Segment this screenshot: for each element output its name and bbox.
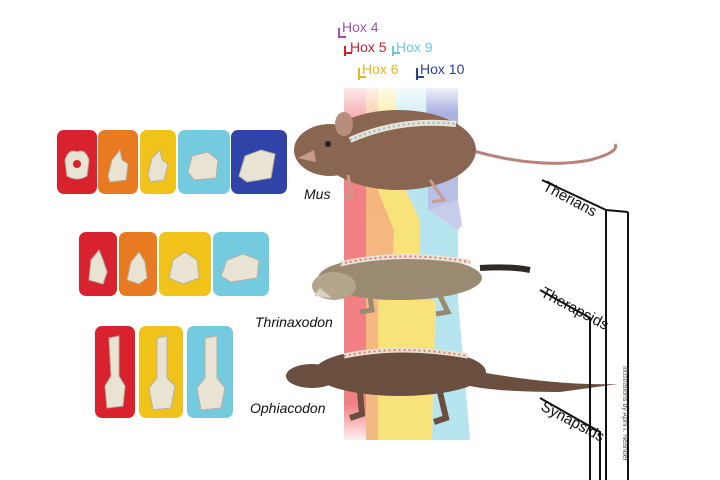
hox10-tick — [416, 68, 418, 80]
ophiacodon-tile-1 — [95, 326, 135, 418]
mus-tile-3 — [140, 130, 176, 194]
taxon-label-mus: Mus — [304, 186, 331, 202]
thrinaxodon-illustration — [312, 254, 531, 317]
hox4-tick — [338, 28, 340, 38]
mus-illustration — [294, 110, 618, 204]
hox9-tick — [392, 46, 394, 56]
branch-therians-stem — [605, 209, 629, 213]
hox6-label: Hox 6 — [362, 61, 399, 77]
mus-tile-5 — [231, 130, 287, 194]
mus-tile-4 — [178, 130, 230, 194]
taxon-label-ophiacodon: Ophiacodon — [250, 400, 326, 416]
ophiacodon-illustration — [286, 347, 618, 425]
ophiacodon-tile-3 — [187, 326, 233, 418]
thrinaxodon-tile-3 — [159, 232, 211, 296]
mus-tile-1 — [57, 130, 97, 194]
hox5-tick — [344, 46, 346, 56]
mus-tile-2 — [98, 130, 138, 194]
taxon-label-thrinaxodon: Thrinaxodon — [255, 314, 333, 330]
illustration-credit: Illustrations by April I. Neander — [621, 366, 628, 461]
thrinaxodon-tile-4 — [213, 232, 269, 296]
thrinaxodon-tile-1 — [79, 232, 117, 296]
hox9-label: Hox 9 — [396, 39, 433, 55]
hox10-label: Hox 10 — [420, 61, 465, 77]
ophiacodon-tile-2 — [139, 326, 183, 418]
hox4-label: Hox 4 — [342, 19, 379, 35]
thrinaxodon-tile-2 — [119, 232, 157, 296]
branch-synapsids — [539, 397, 601, 480]
hox5-label: Hox 5 — [350, 39, 387, 55]
hox6-tick — [358, 68, 360, 80]
